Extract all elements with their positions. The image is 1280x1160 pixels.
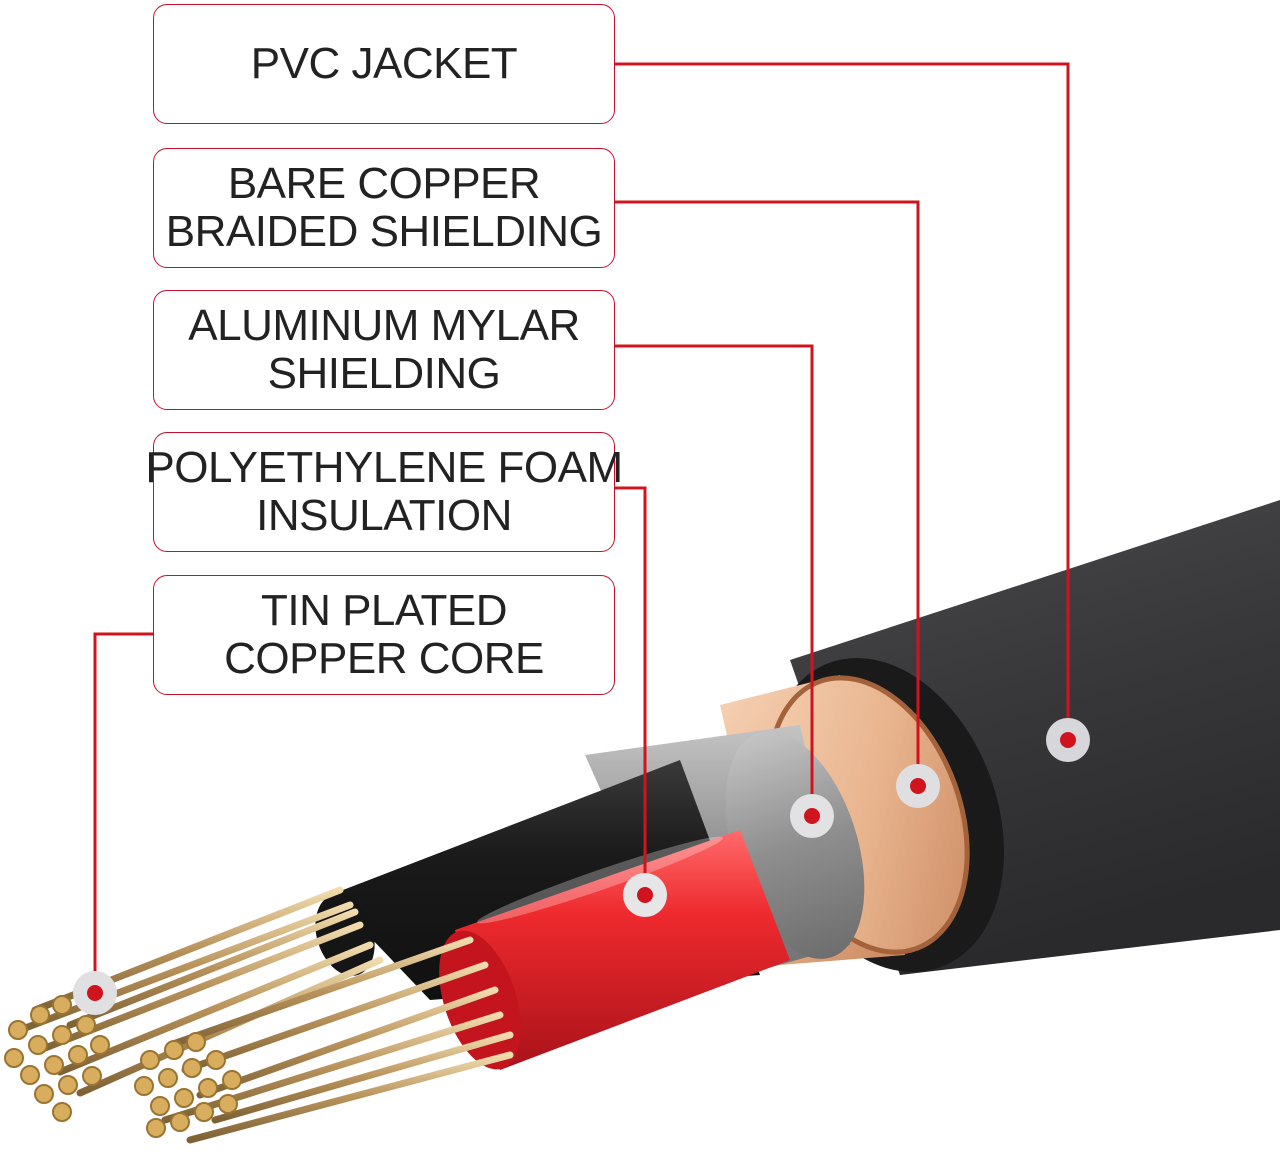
leader-line-copper-core [93, 632, 153, 993]
marker-braided-shielding-dot [910, 778, 926, 794]
label-line: SHIELDING [267, 349, 501, 398]
strand-end [150, 1096, 170, 1116]
strand-end [4, 1048, 24, 1068]
strand-line [66, 908, 359, 1029]
marker-copper-core-dot [87, 985, 103, 1001]
strand-line [166, 936, 474, 1049]
label-line: INSULATION [256, 491, 512, 540]
strand-line [56, 941, 374, 1076]
strand-end [44, 1055, 64, 1075]
leader-line-braided-shielding [615, 200, 920, 786]
strand-end [170, 1112, 190, 1132]
strand-end [146, 1118, 166, 1138]
marker-mylar-shielding-dot [804, 808, 820, 824]
label-line: POLYETHYLENE FOAM [145, 443, 623, 492]
label-foam-insulation: POLYETHYLENE FOAM INSULATION [145, 432, 623, 552]
strand-end [8, 1020, 28, 1040]
callout-markers [73, 718, 1090, 1015]
label-line: PVC JACKET [250, 39, 518, 88]
strand-end [20, 1065, 40, 1085]
marker-foam-insulation-dot [637, 887, 653, 903]
copper-strands [4, 886, 514, 1144]
strand-end [52, 1102, 72, 1122]
red-insulation-highlight [477, 836, 723, 924]
strand-line [186, 1051, 514, 1144]
label-mylar-shielding: ALUMINUM MYLAR SHIELDING [153, 290, 615, 410]
red-insulation-body [455, 830, 790, 1070]
strand-end [182, 1058, 202, 1078]
label-pvc-jacket: PVC JACKET [153, 4, 615, 124]
strand-line [211, 1031, 514, 1124]
label-line: BARE COPPER [227, 159, 541, 208]
marker-pvc-jacket-dot [1060, 732, 1076, 748]
strand-line [196, 986, 499, 1099]
strand-end [222, 1070, 242, 1090]
label-line: TIN PLATED [260, 586, 508, 635]
strand-line [16, 901, 354, 1034]
label-braided-shielding: BARE COPPER BRAIDED SHIELDING [153, 148, 615, 268]
strand-end [140, 1050, 160, 1070]
label-line: ALUMINUM MYLAR [188, 301, 580, 350]
leader-lines [93, 62, 1070, 993]
strand-end [90, 1035, 110, 1055]
strand-end [174, 1088, 194, 1108]
label-copper-core: TIN PLATED COPPER CORE [153, 575, 615, 695]
strand-end [134, 1076, 154, 1096]
leader-line-mylar-shielding [615, 344, 814, 816]
leader-line-foam-insulation [615, 486, 647, 895]
label-line: BRAIDED SHIELDING [165, 207, 603, 256]
strand-end [164, 1040, 184, 1060]
strand-end [76, 1015, 96, 1035]
strand-end [28, 1035, 48, 1055]
strand-end [198, 1078, 218, 1098]
strand-end [58, 1075, 78, 1095]
strand-end [52, 995, 72, 1015]
strand-end [206, 1050, 226, 1070]
label-line: COPPER CORE [224, 634, 544, 683]
strand-end [68, 1045, 88, 1065]
strand-end [30, 1005, 50, 1025]
strand-line [181, 961, 489, 1074]
strand-end [218, 1094, 238, 1114]
strand-end [186, 1032, 206, 1052]
strand-end [82, 1066, 102, 1086]
strand-end [34, 1084, 54, 1104]
strand-end [52, 1025, 72, 1045]
leader-line-pvc-jacket [615, 62, 1070, 740]
strand-end [194, 1102, 214, 1122]
strand-end [158, 1068, 178, 1088]
